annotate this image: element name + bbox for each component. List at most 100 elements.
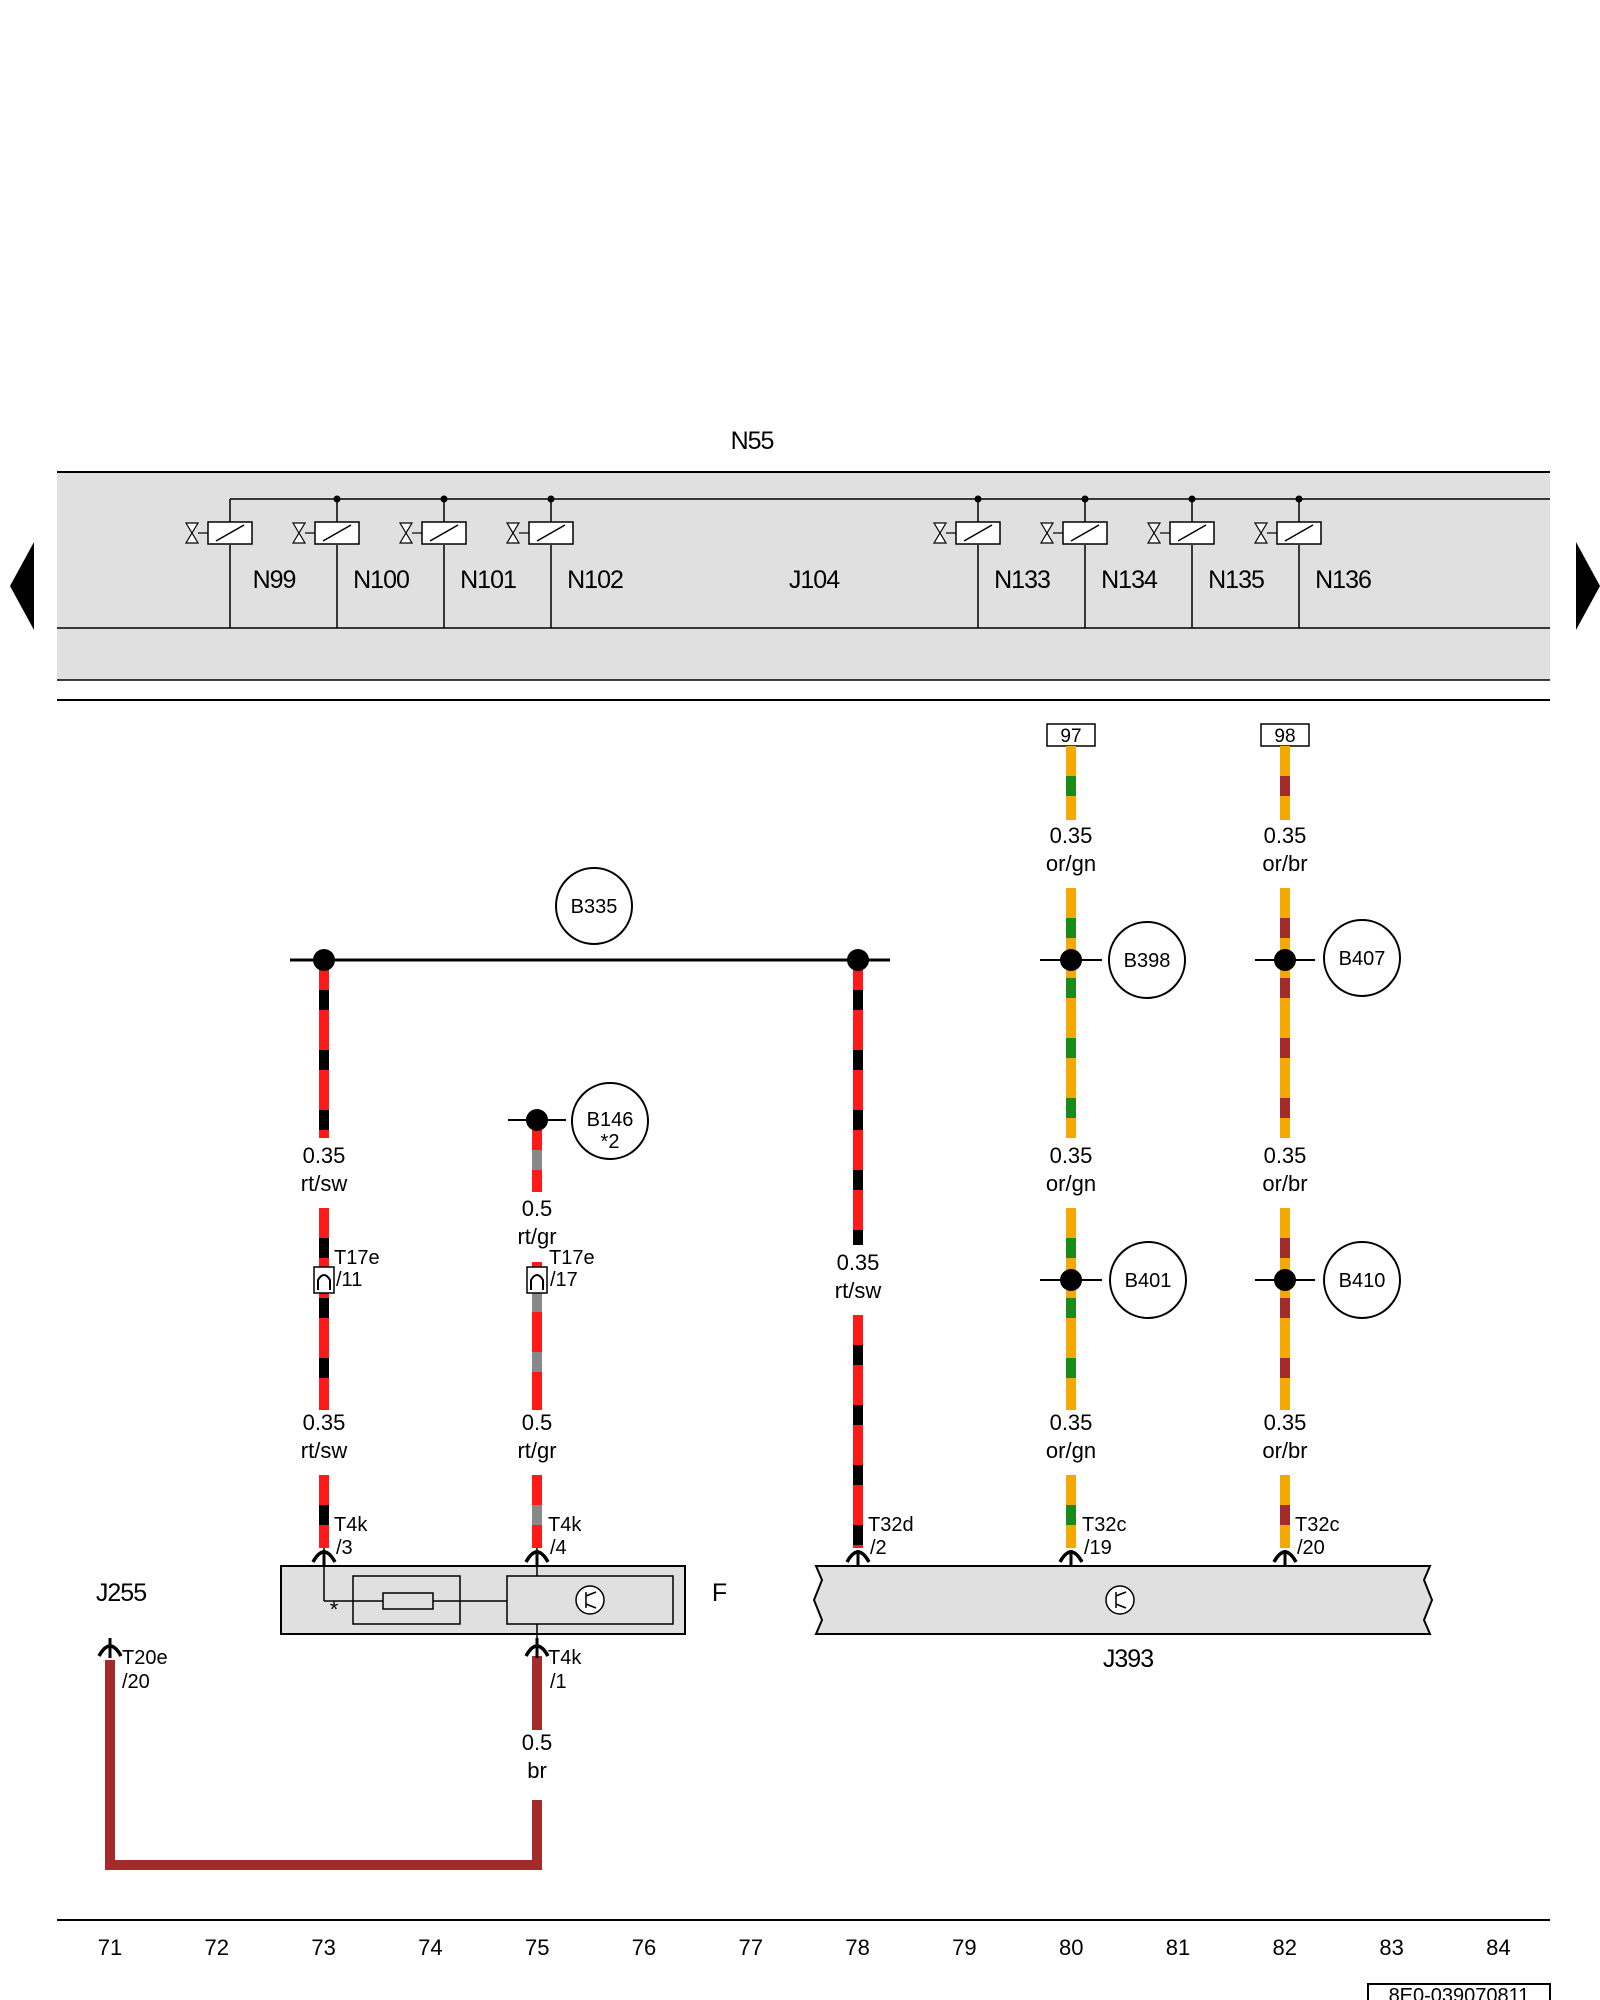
solenoid-label: N99 bbox=[253, 566, 296, 594]
splice-dot-b401 bbox=[1060, 1269, 1082, 1291]
splice-dot-b335-left bbox=[313, 949, 335, 971]
n55-label: N55 bbox=[731, 427, 774, 455]
solenoid-label: N136 bbox=[1315, 566, 1371, 594]
splice-dot-b146 bbox=[526, 1109, 548, 1131]
j104-label: J104 bbox=[789, 566, 840, 594]
solenoid-label: N100 bbox=[353, 566, 409, 594]
pin-t20e-num: /20 bbox=[122, 1671, 150, 1693]
pin-t4k-1-name: T4k bbox=[548, 1647, 582, 1669]
wire-label-size: 0.35 bbox=[303, 1143, 346, 1168]
grid-number: 84 bbox=[1486, 1935, 1510, 1960]
pin-t17e-17-num: /17 bbox=[550, 1269, 578, 1291]
splice-b335-label: B335 bbox=[571, 896, 618, 918]
wire-label-size: 0.35 bbox=[1050, 1143, 1093, 1168]
pin-t17e-11-name: T17e bbox=[334, 1247, 380, 1269]
splice-b146 bbox=[571, 1082, 649, 1160]
splice-b410-label: B410 bbox=[1339, 1270, 1386, 1292]
splice-b401 bbox=[1109, 1241, 1187, 1319]
pin-contact-icon bbox=[524, 1550, 550, 1566]
pin-t4k-4-name: T4k bbox=[548, 1514, 582, 1536]
splice-b146-note: *2 bbox=[601, 1131, 620, 1153]
pin-t32c-19-name: T32c bbox=[1082, 1514, 1126, 1536]
wire-label-color: or/br bbox=[1262, 851, 1307, 876]
wire-label-color: or/br bbox=[1262, 1171, 1307, 1196]
splice-b146-label: B146 bbox=[587, 1109, 634, 1131]
splice-b401-label: B401 bbox=[1125, 1270, 1172, 1292]
grid-number: 74 bbox=[418, 1935, 442, 1960]
grid-number: 75 bbox=[525, 1935, 549, 1960]
pin-contact-icon bbox=[845, 1550, 871, 1566]
solenoid-label: N134 bbox=[1101, 566, 1158, 594]
grid-number: 72 bbox=[205, 1935, 229, 1960]
grid-number: 83 bbox=[1379, 1935, 1403, 1960]
solenoid-label: N133 bbox=[994, 566, 1050, 594]
wire-label-size: 0.35 bbox=[1050, 823, 1093, 848]
solenoid-valve-icon: N134 bbox=[1039, 495, 1159, 628]
pin-t4k-4-num: /4 bbox=[550, 1537, 567, 1559]
pin-t32c-19-num: /19 bbox=[1084, 1537, 1112, 1559]
grid-number: 80 bbox=[1059, 1935, 1083, 1960]
solenoid-valve-icon: N102 bbox=[505, 495, 624, 628]
wire-label-color: or/gn bbox=[1046, 851, 1096, 876]
wire-label-color: br bbox=[527, 1758, 547, 1783]
wire-labels: 0.35 rt/sw 0.35 rt/sw 0.5 rt/gr 0.5 rt/g… bbox=[301, 823, 1308, 1783]
wire-label-size: 0.5 bbox=[522, 1196, 553, 1221]
solenoid-label: N101 bbox=[460, 566, 516, 594]
pin-t32c-20-num: /20 bbox=[1297, 1537, 1325, 1559]
grid-number: 71 bbox=[98, 1935, 122, 1960]
wire-label-size: 0.5 bbox=[522, 1730, 553, 1755]
doc-number: 8E0-039070811 bbox=[1389, 1985, 1530, 2000]
pin-t17e-17-name: T17e bbox=[549, 1247, 595, 1269]
splice-b407 bbox=[1323, 919, 1401, 997]
page-prev-arrow-icon[interactable] bbox=[10, 542, 34, 630]
solenoid-valve-icon: N101 bbox=[398, 495, 517, 628]
wire-label-size: 0.35 bbox=[1264, 823, 1307, 848]
solenoid-valve-icon: N136 bbox=[1253, 495, 1372, 628]
doc-number-box bbox=[1367, 1983, 1551, 2000]
n55-body bbox=[57, 472, 1550, 680]
pin-contact-icon bbox=[1272, 1550, 1298, 1566]
grid-number: 77 bbox=[739, 1935, 763, 1960]
splice-dot-b398 bbox=[1060, 949, 1082, 971]
fuse-note: * bbox=[330, 1597, 339, 1622]
component-f-body bbox=[280, 1565, 686, 1635]
wire-label-color: or/gn bbox=[1046, 1438, 1096, 1463]
pin-t4k-1-num: /1 bbox=[550, 1671, 567, 1693]
pin-contact-icon bbox=[1058, 1550, 1084, 1566]
wire-label-size: 0.35 bbox=[837, 1250, 880, 1275]
wire-label-color: rt/sw bbox=[835, 1278, 882, 1303]
grid-number: 81 bbox=[1166, 1935, 1190, 1960]
splice-b398 bbox=[1108, 921, 1186, 999]
page-next-arrow-icon[interactable] bbox=[1576, 542, 1600, 630]
wire-label-color: rt/gr bbox=[517, 1438, 556, 1463]
solenoid-valve-icon: N133 bbox=[932, 495, 1051, 628]
pin-t4k-3-name: T4k bbox=[334, 1514, 368, 1536]
splice-b398-label: B398 bbox=[1124, 950, 1171, 972]
pin-contact-icon bbox=[524, 1638, 550, 1658]
pin-contact-icon bbox=[97, 1638, 123, 1658]
solenoid-valve-icon: N99 bbox=[184, 499, 297, 628]
grid-number: 82 bbox=[1273, 1935, 1297, 1960]
wire-label-size: 0.35 bbox=[1050, 1410, 1093, 1435]
ref-98: 98 bbox=[1274, 726, 1295, 747]
component-j255-label: J255 bbox=[96, 1579, 146, 1607]
transistor-icon-f bbox=[575, 1585, 605, 1615]
component-f-label: F bbox=[712, 1579, 727, 1607]
wire-group bbox=[319, 746, 1290, 1730]
solenoid-valve-icon: N100 bbox=[291, 495, 410, 628]
pin-contact-icon bbox=[311, 1550, 337, 1566]
grid-number: 76 bbox=[632, 1935, 656, 1960]
splice-dot-b407 bbox=[1274, 949, 1296, 971]
splice-dot-b335-right bbox=[847, 949, 869, 971]
grid-number: 79 bbox=[952, 1935, 976, 1960]
component-j393-label: J393 bbox=[1103, 1645, 1153, 1673]
wire-label-size: 0.5 bbox=[522, 1410, 553, 1435]
wire-label-size: 0.35 bbox=[1264, 1410, 1307, 1435]
wire-label-color: rt/sw bbox=[301, 1171, 348, 1196]
pin-t32c-20-name: T32c bbox=[1295, 1514, 1339, 1536]
pin-t32d-num: /2 bbox=[870, 1537, 887, 1559]
splice-b410 bbox=[1323, 1241, 1401, 1319]
